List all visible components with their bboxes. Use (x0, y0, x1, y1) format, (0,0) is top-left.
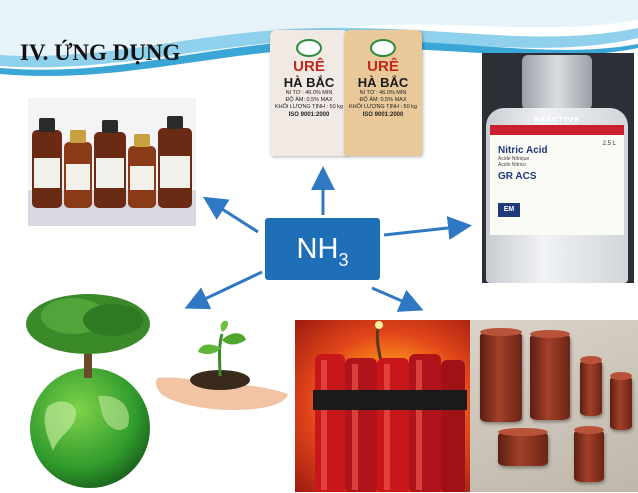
seedling-in-hand-image (156, 320, 288, 410)
bag-spec-line: NI TƠ : 46.0% MIN (359, 90, 407, 96)
dynamite-explosive-image (295, 320, 470, 492)
header-wave-decoration (0, 0, 638, 76)
formula-base: NH (296, 233, 339, 265)
bag-spec-line: ĐỘ ẨM: 0.5% MAX (285, 97, 333, 103)
acid-title: Nitric Acid (498, 145, 548, 156)
ammonia-formula-box: NH3 (265, 218, 380, 280)
bag-cert: ISO 9001:2000 (362, 112, 404, 118)
leaf-logo-icon (370, 39, 396, 57)
urea-bag-right: URÊ HÀ BẮC NI TƠ : 46.0% MIN ĐỘ ẨM: 0.5%… (344, 30, 422, 156)
nitric-acid-bottle-photo: 2.5 L Nitric Acid Acide Nitrique Acido N… (482, 53, 634, 283)
reactive-band: REACTIVE (533, 116, 581, 124)
formula-subscript: 3 (338, 250, 349, 270)
acid-volume: 2.5 L (602, 141, 616, 147)
tree-on-globe-image (26, 294, 150, 488)
acid-subtitle: Acido Nitrico (498, 162, 527, 168)
bag-name: HÀ BẮC (283, 75, 335, 90)
bag-name: HÀ BẮC (357, 75, 409, 90)
urea-fertilizer-bags-photo: URÊ HÀ BẮC NI TƠ : 46.0% MIN ĐỘ ẨM: 0.5%… (270, 30, 425, 158)
bag-brand: URÊ (367, 58, 399, 75)
arrow-lower-left (184, 270, 263, 310)
arrow-upper-left (202, 196, 259, 234)
arrow-lower-right (371, 286, 424, 312)
acid-grade: GR ACS (498, 171, 537, 182)
acid-label: 2.5 L Nitric Acid Acide Nitrique Acido N… (490, 125, 624, 235)
bag-spec-line: ĐỘ ẨM: 0.5% MAX (359, 97, 407, 103)
bag-brand: URÊ (293, 58, 325, 75)
slide-title: IV. ỨNG DỤNG (20, 40, 181, 65)
explosive-cylinders-photo (470, 320, 638, 492)
urea-bag-left: URÊ HÀ BẮC NI TƠ : 46.0% MIN ĐỘ ẨM: 0.5%… (270, 30, 348, 156)
leaf-logo-icon (296, 39, 322, 57)
em-logo: EM (498, 203, 520, 217)
acid-subtitle: Acide Nitrique (498, 156, 530, 162)
bag-spec-line: KHỐI LƯỢNG TỊNH : 50 kg (349, 104, 417, 110)
bottle-neck (522, 55, 592, 110)
bag-spec-line: KHỐI LƯỢNG TỊNH : 50 kg (275, 104, 343, 110)
bag-cert: ISO 9001:2000 (288, 112, 330, 118)
chemical-bottles-photo (28, 98, 196, 226)
bag-spec-line: NI TƠ : 46.0% MIN (285, 90, 333, 96)
arrow-right (383, 216, 472, 240)
